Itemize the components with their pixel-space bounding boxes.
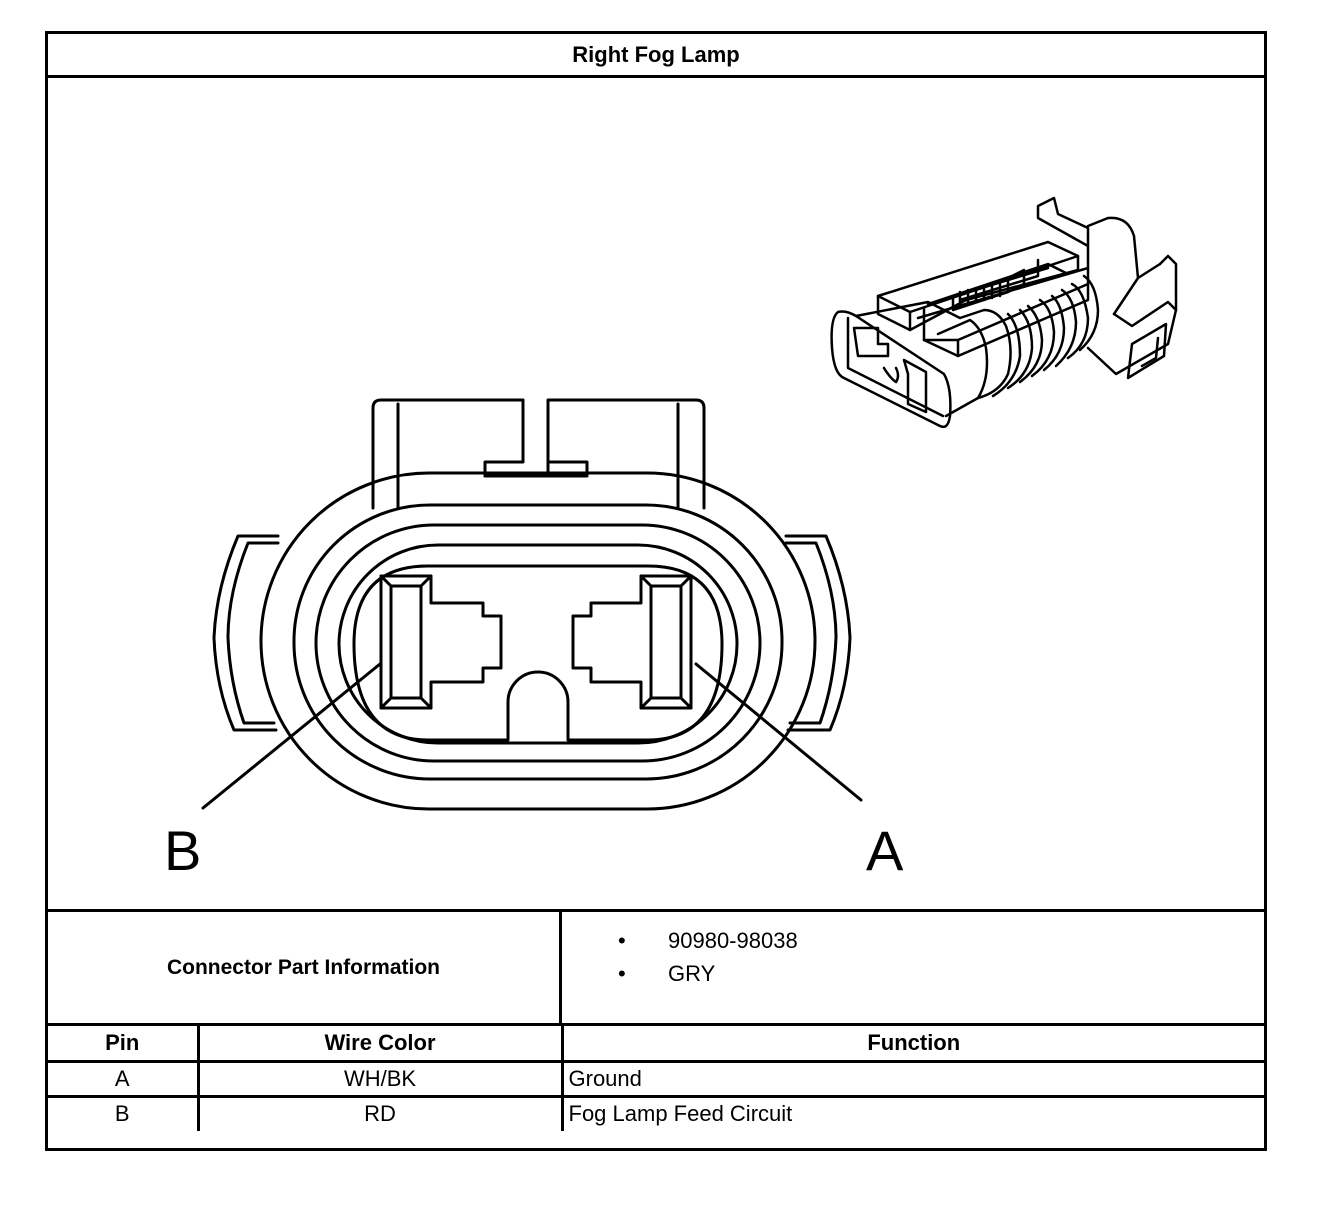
housing-outer (259, 471, 817, 811)
header-function: Function (560, 1026, 1264, 1063)
rear-latch (1086, 300, 1178, 376)
pin-cell: A (48, 1059, 200, 1098)
pin-table: Pin Wire Color Function A WH/BK Ground B… (48, 1026, 1264, 1131)
left-wing (212, 534, 280, 732)
leader-line-a (694, 662, 863, 802)
connector-sheet: Right Fog Lamp (45, 31, 1267, 1151)
bullet-icon: • (618, 928, 626, 953)
connector-part-info-label: Connector Part Information (48, 912, 562, 1023)
terminal-b (379, 574, 503, 710)
connector-drawing: B A (164, 196, 1178, 882)
right-wing (784, 534, 852, 732)
connector-part-info-row: Connector Part Information • 90980-98038… (48, 909, 1264, 1026)
page-title: Right Fog Lamp (48, 34, 1264, 78)
pin-cell: B (48, 1094, 200, 1131)
connector-face-view (201, 398, 863, 811)
terminal-a (571, 574, 693, 710)
header-wire-color: Wire Color (196, 1026, 564, 1063)
pin-label-a: A (866, 819, 904, 882)
function-cell: Fog Lamp Feed Circuit (560, 1094, 1264, 1131)
connector-color-item: • GRY (562, 957, 1264, 990)
part-number-item: • 90980-98038 (562, 924, 1264, 957)
wire-color-cell: RD (196, 1094, 564, 1131)
connector-color: GRY (668, 961, 716, 986)
table-row: B RD Fog Lamp Feed Circuit (48, 1094, 1264, 1131)
terminal-cavity (352, 564, 724, 742)
bullet-icon: • (618, 961, 626, 986)
leader-line-b (201, 662, 382, 810)
table-row: A WH/BK Ground (48, 1059, 1264, 1098)
pin-label-b: B (164, 819, 201, 882)
top-latch (371, 398, 525, 510)
header-pin: Pin (48, 1026, 200, 1063)
function-cell: Ground (560, 1059, 1264, 1098)
part-number: 90980-98038 (668, 928, 798, 953)
connector-part-info-list: • 90980-98038 • GRY (562, 912, 1264, 1035)
wire-color-cell: WH/BK (196, 1059, 564, 1098)
connector-isometric-view (830, 196, 1178, 429)
pin-table-header: Pin Wire Color Function (48, 1026, 1264, 1063)
